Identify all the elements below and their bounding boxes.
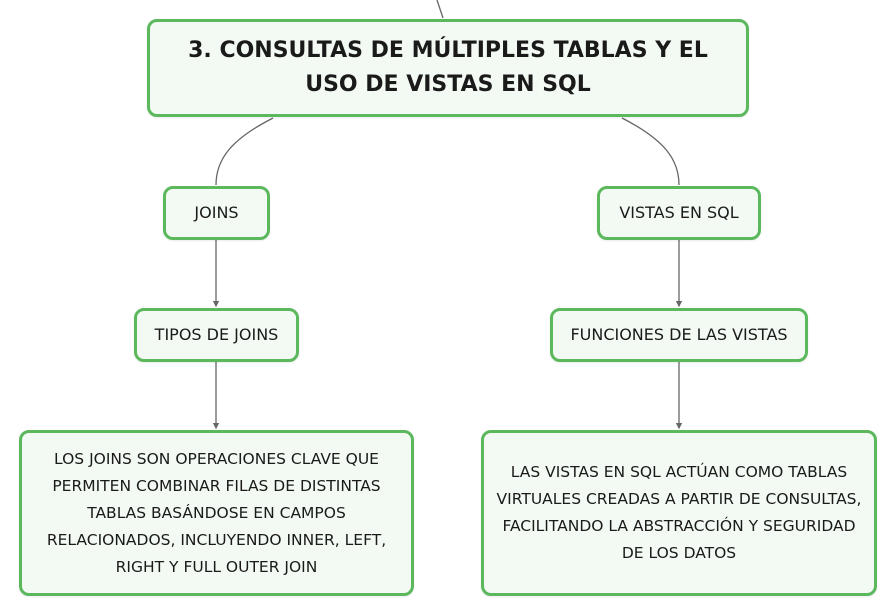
connector-root-to-vistas xyxy=(621,117,680,186)
subtopic-node-funciones-de-las-vistas[interactable]: FUNCIONES DE LAS VISTAS xyxy=(550,308,808,362)
detail-text-vistas: LAS VISTAS EN SQL ACTÚAN COMO TABLAS VIR… xyxy=(496,463,862,562)
connector-parent-to-root xyxy=(436,0,444,19)
subtopic-label-tipos-de-joins: TIPOS DE JOINS xyxy=(154,325,279,344)
topic-node-vistas-en-sql[interactable]: VISTAS EN SQL xyxy=(597,186,761,240)
root-topic-title: 3. CONSULTAS DE MÚLTIPLES TABLAS Y EL US… xyxy=(188,38,708,97)
detail-text-joins: LOS JOINS SON OPERACIONES CLAVE QUE PERM… xyxy=(46,449,387,576)
detail-node-joins[interactable]: LOS JOINS SON OPERACIONES CLAVE QUE PERM… xyxy=(19,430,414,596)
root-topic-node[interactable]: 3. CONSULTAS DE MÚLTIPLES TABLAS Y EL US… xyxy=(147,19,749,117)
subtopic-label-funciones-de-las-vistas: FUNCIONES DE LAS VISTAS xyxy=(570,325,788,344)
detail-node-vistas[interactable]: LAS VISTAS EN SQL ACTÚAN COMO TABLAS VIR… xyxy=(481,430,877,596)
topic-label-joins: JOINS xyxy=(194,203,239,222)
connector-root-to-joins xyxy=(215,117,274,186)
subtopic-node-tipos-de-joins[interactable]: TIPOS DE JOINS xyxy=(134,308,299,362)
topic-label-vistas-en-sql: VISTAS EN SQL xyxy=(619,203,739,222)
topic-node-joins[interactable]: JOINS xyxy=(163,186,270,240)
